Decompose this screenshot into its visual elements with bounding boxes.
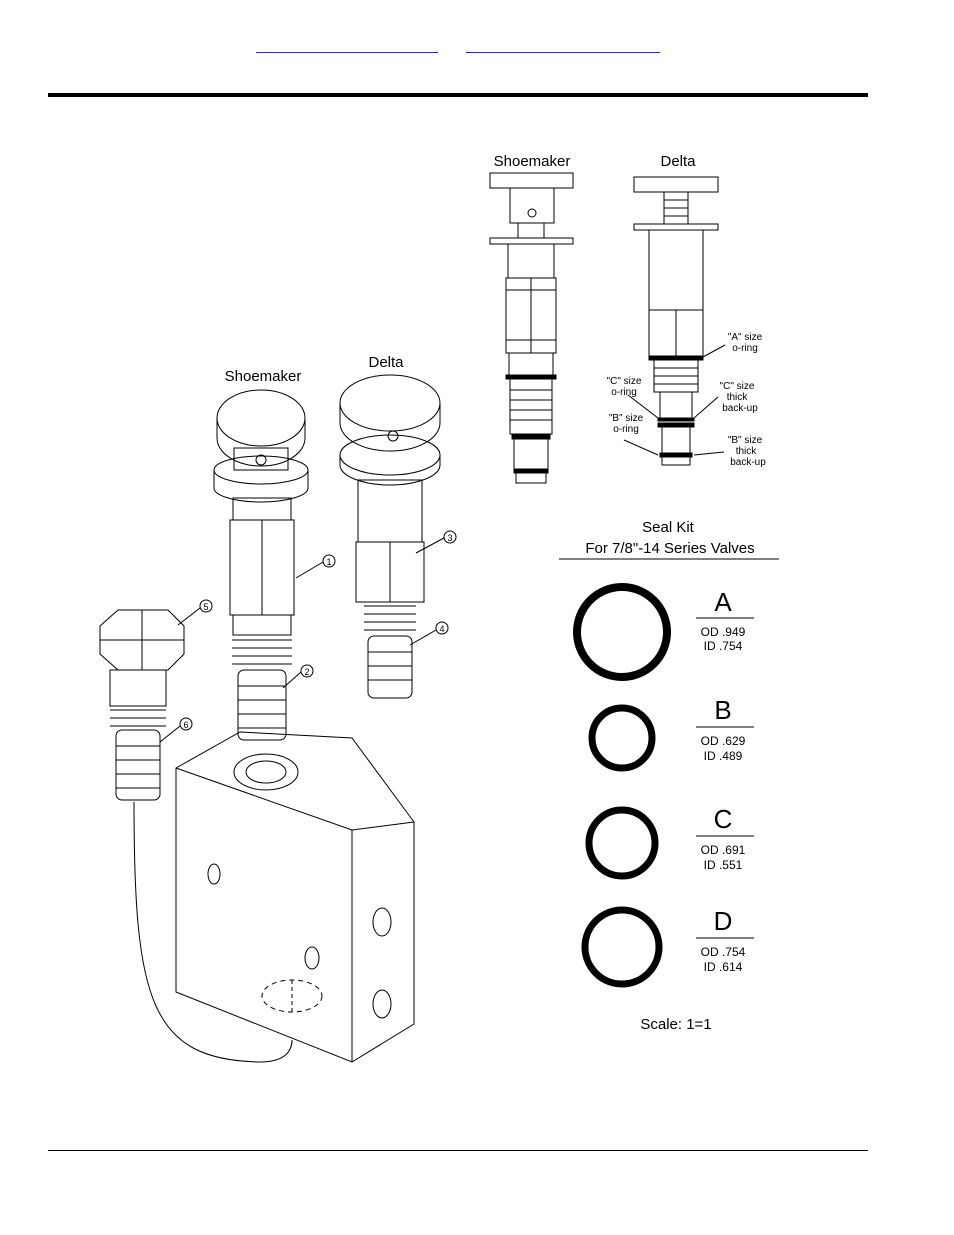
callout-4-label: 4 — [439, 624, 444, 634]
c-oring-label-1: "C" size — [607, 376, 642, 387]
b-backup-label-2: thick — [736, 446, 758, 457]
seal-kit-title: Seal Kit — [642, 519, 695, 536]
seal-a-letter: A — [714, 587, 732, 617]
c-backup-label-3: back-up — [722, 403, 758, 414]
b-oring-label-2: o-ring — [613, 424, 639, 435]
o-ring-d — [581, 906, 663, 988]
seal-spec-rules — [696, 617, 754, 939]
seal-a-od: OD .949 — [701, 625, 746, 639]
seal-rings — [573, 583, 671, 988]
scale-label: Scale: 1=1 — [640, 1016, 711, 1033]
bottom-rule — [48, 1150, 868, 1151]
shoemaker-section-view — [489, 172, 574, 484]
callout-6-label: 6 — [183, 720, 188, 730]
callout-4 — [435, 621, 449, 635]
top-rule — [48, 93, 868, 97]
callout-1 — [322, 554, 336, 568]
b-backup-label-1: "B" size — [728, 435, 763, 446]
callout-3 — [443, 530, 457, 544]
delta-section-view — [623, 176, 726, 466]
seal-b-id: ID .489 — [704, 749, 743, 763]
callout-5 — [199, 599, 213, 613]
seal-kit-subtitle: For 7/8"-14 Series Valves — [585, 540, 754, 557]
seal-d-letter: D — [714, 906, 733, 936]
callout-2-label: 2 — [304, 667, 309, 677]
delta-valve — [339, 374, 441, 699]
c-oring-label-2: o-ring — [611, 387, 637, 398]
header-link-right[interactable] — [466, 36, 660, 53]
seal-c-letter: C — [714, 804, 733, 834]
header-link-left[interactable] — [256, 36, 438, 53]
b-backup-label-3: back-up — [730, 457, 766, 468]
c-backup-label-2: thick — [727, 392, 749, 403]
callout-1-label: 1 — [326, 557, 331, 567]
callout-6 — [179, 717, 193, 731]
callout-3-label: 3 — [447, 533, 452, 543]
seal-d-id: ID .614 — [704, 960, 743, 974]
shoemaker-main-label: Shoemaker — [225, 368, 302, 385]
seal-b-od: OD .629 — [701, 734, 746, 748]
callout-5-label: 5 — [203, 602, 208, 612]
shoemaker-valve — [213, 389, 309, 741]
o-ring-b — [588, 704, 656, 772]
b-oring-label-1: "B" size — [609, 413, 644, 424]
a-oring-label-1: "A" size — [728, 332, 763, 343]
delta-main-label: Delta — [368, 354, 404, 371]
manifold-block — [133, 731, 415, 1063]
delta-top-label: Delta — [660, 153, 696, 170]
callout-leaders — [159, 530, 457, 743]
seal-a-id: ID .754 — [704, 639, 743, 653]
seal-d-od: OD .754 — [701, 945, 746, 959]
c-backup-label-1: "C" size — [720, 381, 755, 392]
o-ring-c — [585, 806, 659, 880]
shoemaker-top-label: Shoemaker — [494, 153, 571, 170]
o-ring-a — [573, 583, 671, 681]
seal-b-letter: B — [714, 695, 731, 725]
a-oring-label-2: o-ring — [732, 343, 758, 354]
seal-c-od: OD .691 — [701, 843, 746, 857]
callout-2 — [300, 664, 314, 678]
hex-plug — [99, 609, 185, 801]
seal-c-id: ID .551 — [704, 858, 743, 872]
